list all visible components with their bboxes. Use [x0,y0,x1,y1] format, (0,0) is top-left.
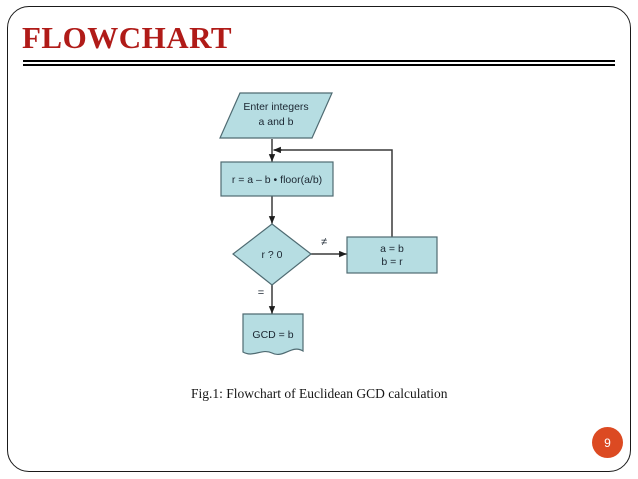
node-input: Enter integers a and b [219,92,333,139]
node-compute-label: r = a – b • floor(a/b) [232,174,322,186]
swap-shape [346,236,438,274]
parallelogram-shape [219,92,333,139]
title-divider [23,60,615,67]
node-swap-line-1: a = b [380,243,404,255]
node-compute-remainder: r = a – b • floor(a/b) [220,161,334,197]
divider-line-gap [23,62,615,64]
divider-line-bottom [23,63,615,66]
divider-line-top [23,60,615,62]
connector-swap-loopback [274,149,393,237]
node-decision-label: r ? 0 [261,249,282,261]
page-number-badge: 9 [592,427,623,458]
node-output-label: GCD = b [252,329,293,341]
edge-label-not-equal: ≠ [321,236,327,248]
document-shape [242,313,304,355]
connectors [268,139,393,314]
figure-caption: Fig.1: Flowchart of Euclidean GCD calcul… [191,386,448,401]
node-swap-line-2: b = r [381,256,403,268]
node-output: GCD = b [242,313,304,355]
process-shape [220,161,334,197]
decision-shape [232,223,312,286]
node-swap: a = b b = r [346,236,438,274]
page-title: FLOWCHART [22,20,233,55]
node-input-line-1: Enter integers [243,101,308,113]
node-input-line-2: a and b [258,116,293,128]
node-decision: r ? 0 [232,223,312,286]
edge-label-equal: = [258,287,264,299]
slide-frame [7,6,631,472]
